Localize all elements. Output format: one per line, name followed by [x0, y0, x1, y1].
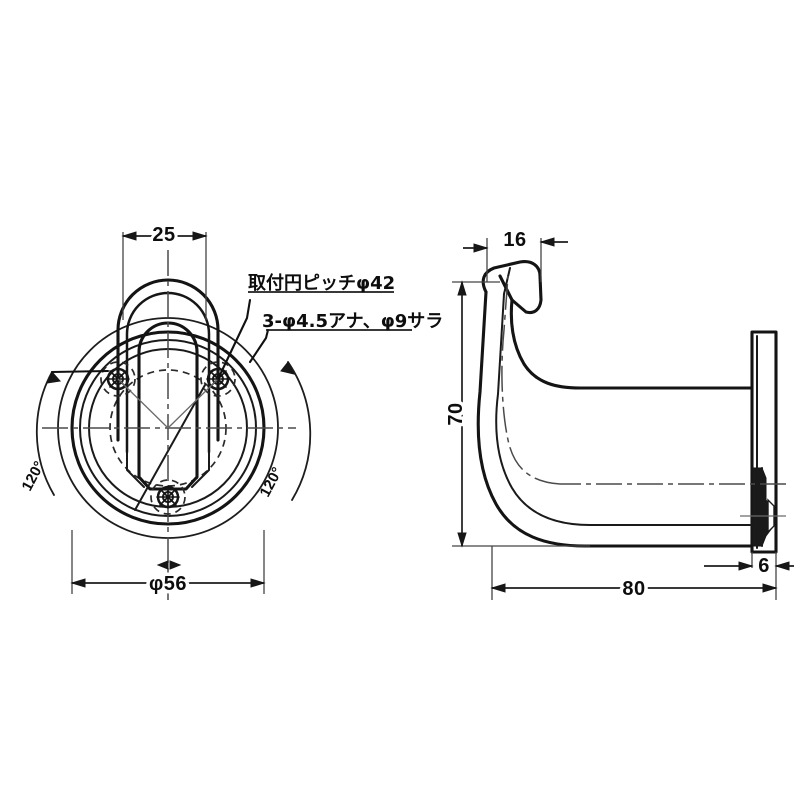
angle-right-label: 120° — [257, 464, 287, 499]
angle-arc-left — [35, 371, 55, 496]
front-hook-arm-inner — [137, 321, 199, 491]
dim80-arrow-right — [762, 583, 778, 593]
note-holes-text: 3-φ4.5アナ、φ9サラ — [262, 311, 443, 332]
dim80-arrow-left — [490, 583, 506, 593]
front-view: 120° 120° 25 φ56 — [19, 221, 443, 600]
front-arm-left-chamfer — [126, 451, 145, 488]
dim25-arrow-right — [192, 231, 208, 241]
angle-left-label: 120° — [19, 458, 49, 493]
dim6-arrow-left — [738, 561, 754, 571]
dim6-label: 6 — [758, 555, 770, 577]
dim6-arrow-right — [774, 561, 790, 571]
dim70-arrow-bottom — [457, 532, 467, 548]
note-pitch-leader — [216, 298, 252, 381]
front-hook-arm-outer — [116, 278, 220, 442]
hole-radial-line-right — [167, 378, 219, 429]
pitch-dim-arrow-right — [169, 560, 182, 570]
side-hook-middle-curve — [495, 293, 591, 526]
dim16-arrow-left — [473, 243, 489, 253]
dim16-label: 16 — [503, 229, 526, 251]
side-plate-countersink-detail — [751, 467, 775, 547]
angle-left-leader — [50, 369, 110, 374]
side-hook-tip-knob — [481, 260, 543, 315]
dim70-label: 70 — [445, 402, 467, 425]
side-hook-outer-curve — [476, 290, 587, 548]
dim80-label: 80 — [622, 578, 645, 600]
front-section-diagonal — [134, 384, 206, 511]
angle-arc-left-arrow — [46, 371, 61, 384]
dim56-arrow-right — [250, 578, 266, 588]
angle-arc-right-arrow — [280, 361, 295, 375]
hole-radial-line-left — [117, 378, 169, 429]
note-pitch-circle-text: 取付円ピッチφ42 — [248, 272, 395, 294]
angle-arc-right — [287, 361, 312, 501]
side-hook-inner-curve — [498, 274, 582, 390]
front-arm-right-chamfer — [191, 451, 210, 488]
side-view: 16 70 80 6 — [442, 226, 794, 604]
dim56-label: φ56 — [149, 573, 187, 595]
dim70-arrow-top — [457, 280, 467, 296]
dim56-arrow-left — [70, 578, 86, 588]
dim25-arrow-left — [121, 231, 137, 241]
note-holes-leader — [248, 328, 270, 364]
pitch-dim-arrow-left — [156, 560, 169, 570]
dim16-arrow-right — [539, 237, 555, 247]
dim25-label: 25 — [152, 224, 175, 246]
mounting-hole-bottom — [150, 479, 186, 515]
side-hook-tip-inner-line — [503, 267, 511, 295]
